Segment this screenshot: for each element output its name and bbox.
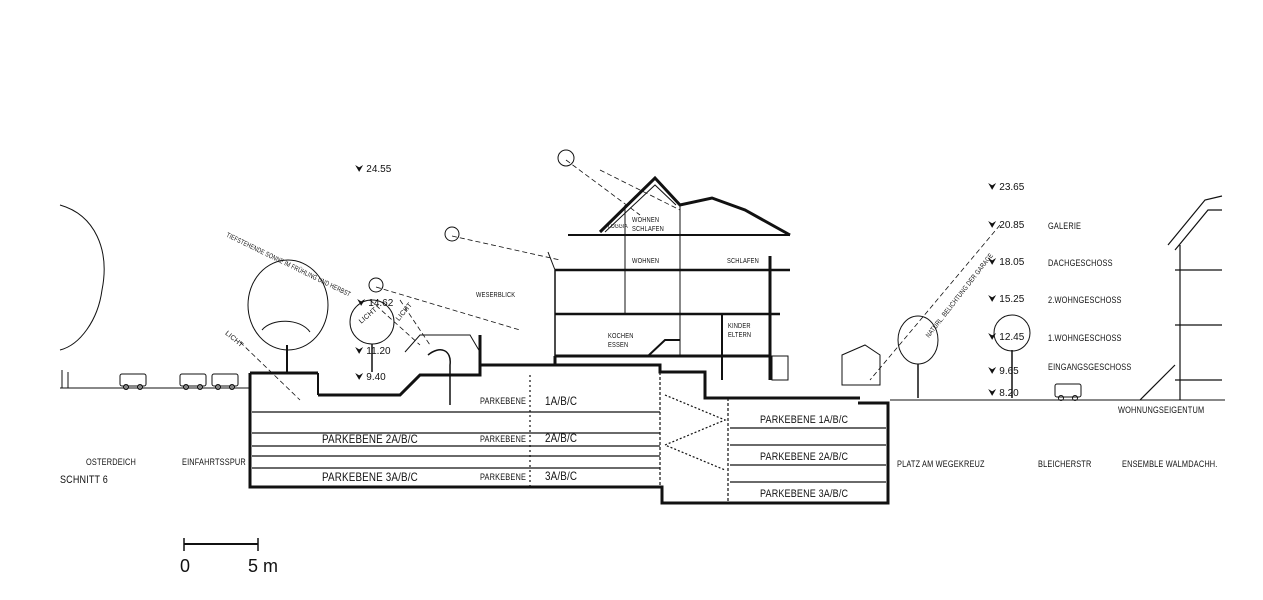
weserblick-label: WESERBLICK xyxy=(476,292,516,299)
parking-label-3-mid: PARKEBENE xyxy=(480,472,527,482)
parking-label-2-left: PARKEBENE 2A/B/C xyxy=(322,432,418,446)
scale-start-label: 0 xyxy=(180,556,191,576)
room-loggia: LOGGIA xyxy=(608,224,628,230)
level-value: 20.85 xyxy=(999,220,1025,231)
sun-circle-1 xyxy=(557,149,575,167)
room-schlafen: SCHLAFEN xyxy=(727,258,759,265)
level-value: 11.20 xyxy=(366,346,391,357)
level-value: 23.65 xyxy=(999,182,1025,193)
parking-label-1-left-code: 1A/B/C xyxy=(545,394,578,408)
room-wohnen: WOHNEN xyxy=(632,258,660,265)
label-osterdeich: OSTERDEICH xyxy=(86,457,137,467)
level-marker-9-40: ⮟ 9.40 xyxy=(355,372,386,383)
level-marker-23-65: ⮟ 23.65 xyxy=(988,182,1025,193)
room-kochen-essen: KOCHEN ESSEN xyxy=(608,333,634,349)
parking-label-2-right: PARKEBENE 2A/B/C xyxy=(760,451,849,463)
car-2 xyxy=(179,373,207,390)
sun-circle-2 xyxy=(444,226,460,242)
room-wohnen-schlafen: WOHNEN SCHLAFEN xyxy=(632,217,664,233)
room-kinder-eltern: KINDER ELTERN xyxy=(728,323,752,339)
floor-label-galerie: GALERIE xyxy=(1048,221,1082,231)
level-marker-9-65: ⮟ 9.65 xyxy=(988,366,1019,377)
label-bleicherstr: BLEICHERSTR xyxy=(1038,459,1092,469)
level-marker-15-25: ⮟ 15.25 xyxy=(988,294,1025,305)
parking-label-3-left: PARKEBENE 3A/B/C xyxy=(322,470,418,484)
section-title: SCHNITT 6 xyxy=(60,474,108,486)
parking-label-3-right: PARKEBENE 3A/B/C xyxy=(760,488,849,500)
level-value: 15.25 xyxy=(999,294,1025,305)
level-marker-11-20: ⮟ 11.20 xyxy=(355,346,391,357)
parking-label-1-left: PARKEBENE xyxy=(480,396,527,406)
car-4 xyxy=(1054,383,1082,401)
floor-label-eingangsgeschoss: EINGANGSGESCHOSS xyxy=(1048,362,1132,372)
tree-left-ramp xyxy=(247,259,329,372)
label-einfahrtsspur: EINFAHRTSSPUR xyxy=(182,457,246,467)
tree-right-2 xyxy=(993,314,1031,398)
level-value: 14.62 xyxy=(368,298,394,309)
tree-outline-left xyxy=(59,204,105,351)
level-value: 12.45 xyxy=(999,332,1025,343)
label-wohnungseigentum: WOHNUNGSEIGENTUM xyxy=(1118,405,1205,415)
parking-label-2-mid: PARKEBENE xyxy=(480,434,527,444)
scale-end-label: 5 m xyxy=(248,556,279,576)
sun-circle-3 xyxy=(368,277,384,293)
floor-label-2-wohngeschoss: 2.WOHNGESCHOSS xyxy=(1048,295,1122,305)
house-right xyxy=(1139,195,1223,401)
label-ensemble: ENSEMBLE WALMDACHH. xyxy=(1122,459,1218,469)
car-1 xyxy=(119,373,147,390)
level-marker-14-62: ⮟ 14.62 xyxy=(357,298,394,309)
level-value: 9.40 xyxy=(366,372,386,383)
level-marker-12-45: ⮟ 12.45 xyxy=(988,332,1025,343)
underground-structure xyxy=(248,335,890,505)
level-value: 9.65 xyxy=(999,366,1019,377)
residential-building xyxy=(404,175,881,386)
label-platz: PLATZ AM WEGEKREUZ xyxy=(897,459,985,469)
parking-label-3-mid-code: 3A/B/C xyxy=(545,469,578,483)
scale-bar xyxy=(183,538,259,551)
level-value: 18.05 xyxy=(999,257,1025,268)
floor-label-dachgeschoss: DACHGESCHOSS xyxy=(1048,258,1113,268)
floor-label-1-wohngeschoss: 1.WOHNGESCHOSS xyxy=(1048,333,1122,343)
level-value: 8.20 xyxy=(999,388,1019,399)
level-marker-20-85: ⮟ 20.85 xyxy=(988,220,1025,231)
level-marker-8-20: ⮟ 8.20 xyxy=(988,388,1019,399)
car-3 xyxy=(211,373,239,390)
level-value: 24.55 xyxy=(366,164,392,175)
parking-label-2-mid-code: 2A/B/C xyxy=(545,431,578,445)
level-marker-24-55: ⮟ 24.55 xyxy=(355,164,392,175)
tree-right xyxy=(897,315,939,398)
level-marker-18-05: ⮟ 18.05 xyxy=(988,257,1025,268)
parking-label-1-right: PARKEBENE 1A/B/C xyxy=(760,414,849,426)
